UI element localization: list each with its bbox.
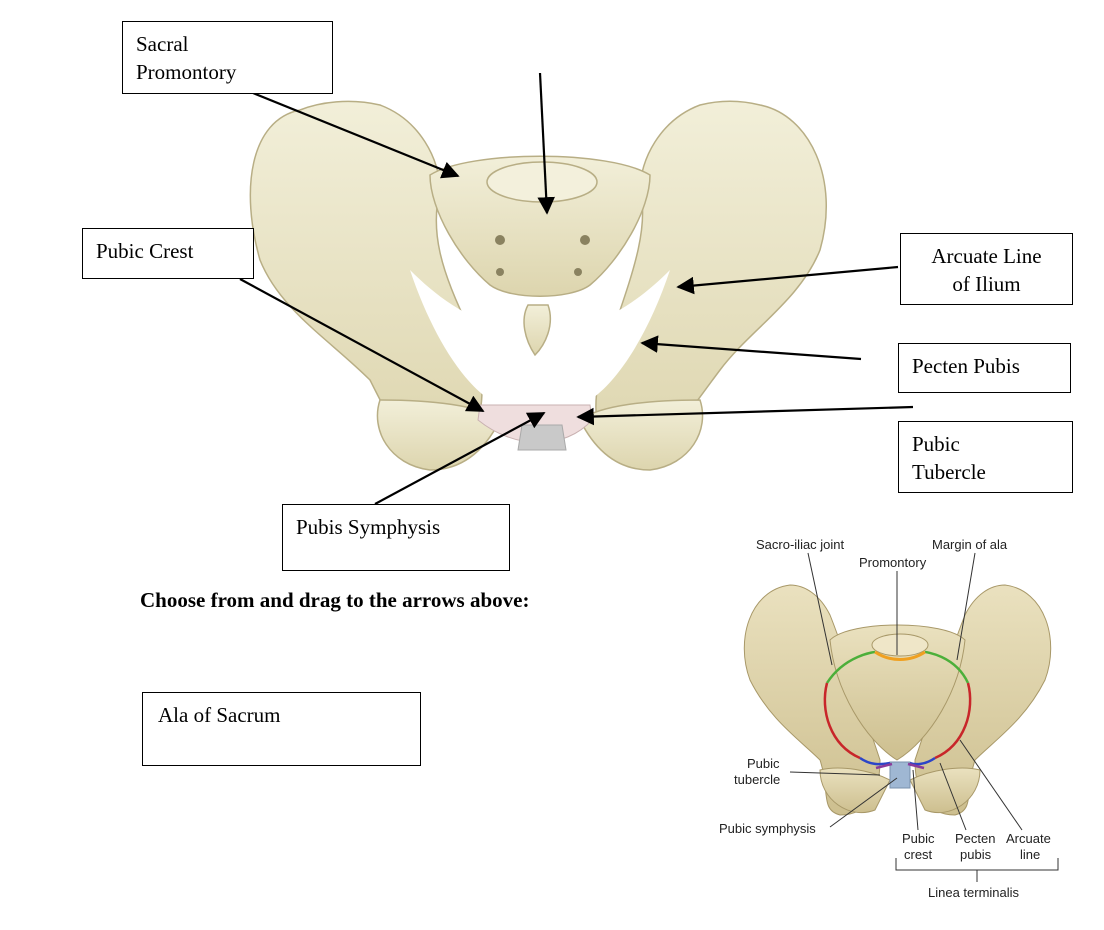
label-text: Pubic Crest <box>96 239 194 263</box>
arrows <box>239 72 914 505</box>
ref-linea-terminalis: Linea terminalis <box>928 885 1020 900</box>
label-text: Pubic Tubercle <box>912 432 986 484</box>
label-arcuate-line[interactable]: Arcuate Line of Ilium <box>900 233 1073 305</box>
arrow-arcuate-line <box>676 265 899 295</box>
ref-pecten-pubis-1: Pecten <box>955 831 995 846</box>
label-text: Pubis Symphysis <box>296 515 441 539</box>
arrow-pubic-crest <box>239 278 485 412</box>
pelvis-illustration <box>249 100 828 471</box>
ref-pubic-crest-1: Pubic <box>902 831 935 846</box>
sacrum <box>429 155 651 297</box>
label-pubic-tubercle[interactable]: Pubic Tubercle <box>898 421 1073 493</box>
ref-pubic-crest-2: crest <box>904 847 933 862</box>
label-text: Arcuate Line of Ilium <box>931 244 1042 296</box>
arrow-pubic-tubercle <box>576 405 914 426</box>
label-pecten-pubis[interactable]: Pecten Pubis <box>898 343 1071 393</box>
label-text: Ala of Sacrum <box>158 703 281 727</box>
ref-sacro-iliac-joint: Sacro-iliac joint <box>756 537 845 552</box>
ref-promontory: Promontory <box>859 555 927 570</box>
draggable-ala-of-sacrum[interactable]: Ala of Sacrum <box>142 692 421 766</box>
ref-pubic-tubercle-2: tubercle <box>734 772 780 787</box>
ref-pecten-pubis-2: pubis <box>960 847 992 862</box>
arrow-unlabeled-ala <box>537 72 555 215</box>
ref-margin-of-ala: Margin of ala <box>932 537 1008 552</box>
label-text: Pecten Pubis <box>912 354 1020 378</box>
label-pubic-crest[interactable]: Pubic Crest <box>82 228 254 279</box>
ref-pubic-symphysis: Pubic symphysis <box>719 821 816 836</box>
instruction-text: Choose from and drag to the arrows above… <box>140 588 530 612</box>
label-text: Sacral Promontory <box>136 32 237 84</box>
sacral-promontory-shape <box>486 161 598 203</box>
ref-arcuate-line-1: Arcuate <box>1006 831 1051 846</box>
reference-figure: Sacro-iliac joint Promontory Margin of a… <box>719 537 1059 900</box>
label-sacral-promontory[interactable]: Sacral Promontory <box>122 21 333 94</box>
coccyx <box>523 304 552 357</box>
arrow-pecten-pubis <box>640 335 862 361</box>
arrow-pubis-symphysis <box>374 412 546 505</box>
ref-pubic-tubercle-1: Pubic <box>747 756 780 771</box>
arrow-sacral-promontory <box>252 91 460 179</box>
right-pubis <box>579 399 704 471</box>
label-pubis-symphysis[interactable]: Pubis Symphysis <box>282 504 510 571</box>
ref-arcuate-line-2: line <box>1020 847 1040 862</box>
